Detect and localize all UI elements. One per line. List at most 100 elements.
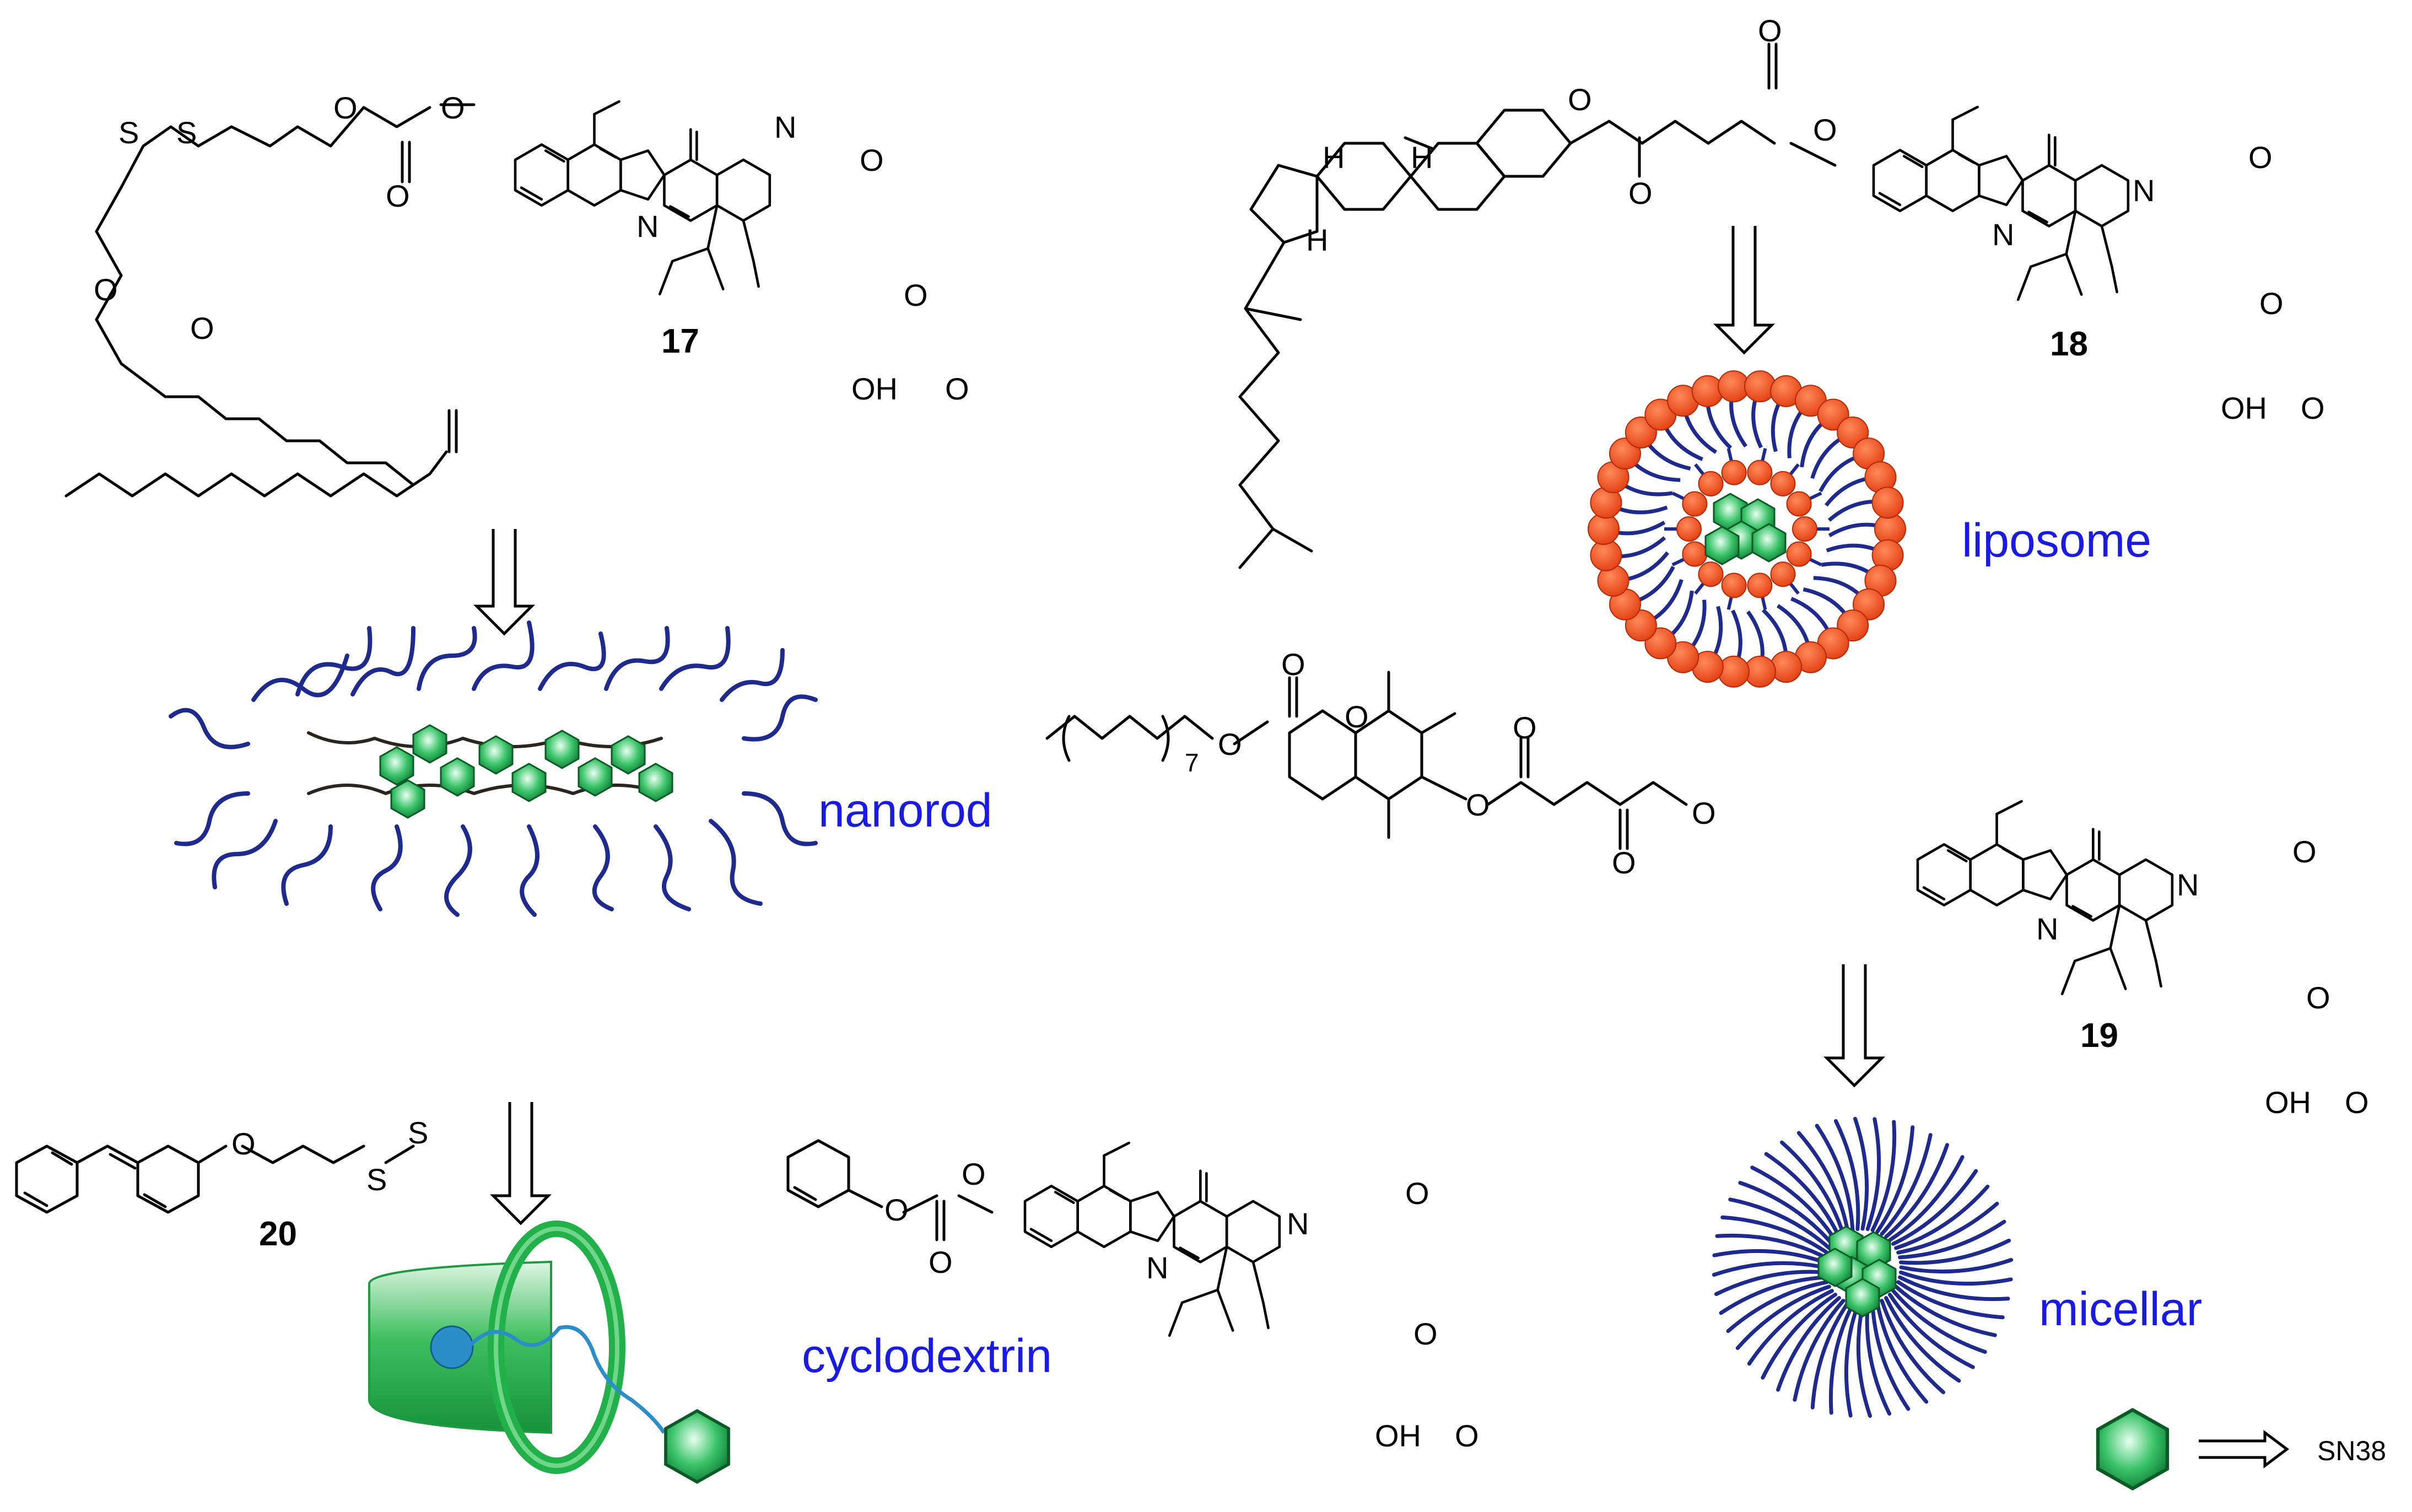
oxygen-atom: O [2259, 286, 2284, 321]
oxygen-atom: O [2292, 834, 2317, 869]
oxygen-atom: O [441, 90, 465, 125]
compound-number-18: 18 [2050, 325, 2088, 363]
sn38-legend [2098, 1410, 2290, 1489]
lipid-head-group [1871, 487, 1904, 519]
surfactant-tail [1764, 1152, 1841, 1239]
oxygen-atom: O [945, 371, 969, 406]
oxygen-atom: O [2306, 980, 2330, 1015]
oxygen-atom: O [2345, 1085, 2369, 1120]
arrow-19-to-micellar [1823, 964, 1886, 1088]
surfactant-tail [1735, 1284, 1831, 1351]
compound-17-structure [64, 101, 770, 498]
hydrogen-atom: H [1411, 140, 1433, 175]
hydroxyl-group: OH [2265, 1085, 2311, 1120]
oxygen-atom: O [860, 143, 884, 177]
surfactant-tail [1891, 1289, 1987, 1354]
hydrogen-atom: H [1306, 223, 1328, 257]
lipid-head-group [1770, 471, 1796, 496]
surfactant-tail [1828, 1303, 1855, 1415]
oxygen-atom: O [1813, 112, 1837, 147]
nitrogen-atom: N [1992, 217, 2014, 252]
surfactant-tail [1865, 1303, 1892, 1416]
oxygen-atom: O [333, 90, 358, 125]
surfactant-tail [1715, 1233, 1827, 1260]
lipid-head-group [1682, 541, 1708, 567]
surfactant-tail [1896, 1280, 2005, 1320]
surfactant-tail [1853, 1116, 1869, 1231]
surfactant-tail [1776, 1296, 1841, 1392]
compound-number-19: 19 [2080, 1017, 2118, 1055]
hydroxyl-group: OH [1375, 1418, 1421, 1453]
oxygen-atom: O [904, 278, 928, 312]
lipid-head-group [1792, 516, 1817, 542]
oxygen-atom: O [1218, 727, 1242, 762]
liposome-assembly [1588, 370, 1906, 688]
nitrogen-atom: N [1287, 1206, 1309, 1241]
arrow-20-to-cyclodextrin [489, 1102, 552, 1225]
sulfur-atom: S [176, 115, 197, 150]
surfactant-tail [1726, 1280, 1829, 1333]
oxygen-atom: O [929, 1245, 953, 1279]
lipid-head-group [1698, 561, 1724, 587]
lipid-head-group [1698, 471, 1724, 496]
nitrogen-atom: N [2177, 867, 2199, 902]
surfactant-tail [1894, 1284, 1997, 1337]
nitrogen-atom: N [1146, 1250, 1168, 1285]
compound-number-20: 20 [259, 1215, 297, 1253]
oxygen-atom: O [386, 179, 410, 213]
nanorod-assembly [169, 620, 818, 917]
surfactant-tail [1856, 1304, 1872, 1418]
surfactant-tail [1894, 1184, 1990, 1250]
sn38-legend-label: SN38 [2317, 1435, 2386, 1466]
sulfur-atom: S [408, 1115, 428, 1150]
oxygen-atom: O [1413, 1316, 1438, 1351]
oxygen-atom: O [1513, 710, 1537, 745]
compound-19-structure [1045, 671, 2172, 994]
surfactant-tail [1844, 1303, 1860, 1418]
nitrogen-atom: N [2133, 173, 2155, 208]
oxygen-atom: O [962, 1157, 986, 1191]
surfactant-tail [1870, 1303, 1911, 1411]
compound-number-17: 17 [661, 322, 699, 360]
surfactant-tail [1738, 1181, 1834, 1246]
surfactant-tail [1896, 1201, 1999, 1255]
oxygen-atom: O [1281, 647, 1305, 682]
surfactant-tail [1796, 1131, 1850, 1234]
oxygen-atom: O [1758, 13, 1782, 48]
hydrogen-atom: H [1323, 140, 1345, 175]
lipid-head-group [1786, 541, 1812, 567]
oxygen-atom: O [2248, 140, 2273, 175]
lipid-head-group [1721, 573, 1747, 598]
compound-20-structure [15, 1139, 1280, 1336]
surfactant-tail [1793, 1299, 1846, 1402]
nitrogen-atom: N [774, 110, 796, 144]
lipid-head-group [1786, 491, 1812, 517]
oxygen-atom: O [1692, 796, 1716, 830]
oxygen-atom: O [94, 272, 118, 307]
hydroxyl-group: OH [851, 371, 898, 406]
oxygen-atom: O [190, 311, 214, 345]
hydroxyl-group: OH [2221, 391, 2267, 425]
surfactant-tail [1719, 1275, 1827, 1315]
repeat-subscript: 7 [1185, 748, 1199, 777]
oxygen-atom: O [1345, 699, 1369, 734]
lipid-head-group [1747, 573, 1773, 598]
surfactant-tail [1884, 1143, 1949, 1239]
compound-18-structure [1238, 42, 2128, 569]
lipid-head-group [1676, 516, 1702, 542]
lipid-head-group [1682, 491, 1708, 517]
surfactant-tail [1899, 1258, 2014, 1274]
cyclodextrin-assembly [368, 1221, 729, 1482]
surfactant-tail [1865, 1117, 1881, 1232]
surfactant-tail [1833, 1119, 1860, 1232]
surfactant-tail [1728, 1197, 1831, 1250]
micellar-assembly [1712, 1116, 2014, 1418]
surfactant-tail [1898, 1270, 2013, 1286]
surfactant-tail [1880, 1133, 1933, 1236]
sn38-hexagon-icon [2098, 1410, 2167, 1489]
lipid-head-group [1770, 561, 1796, 587]
surfactant-tail [1712, 1261, 1826, 1277]
oxygen-atom: O [1612, 845, 1636, 880]
sulfur-atom: S [366, 1162, 387, 1197]
